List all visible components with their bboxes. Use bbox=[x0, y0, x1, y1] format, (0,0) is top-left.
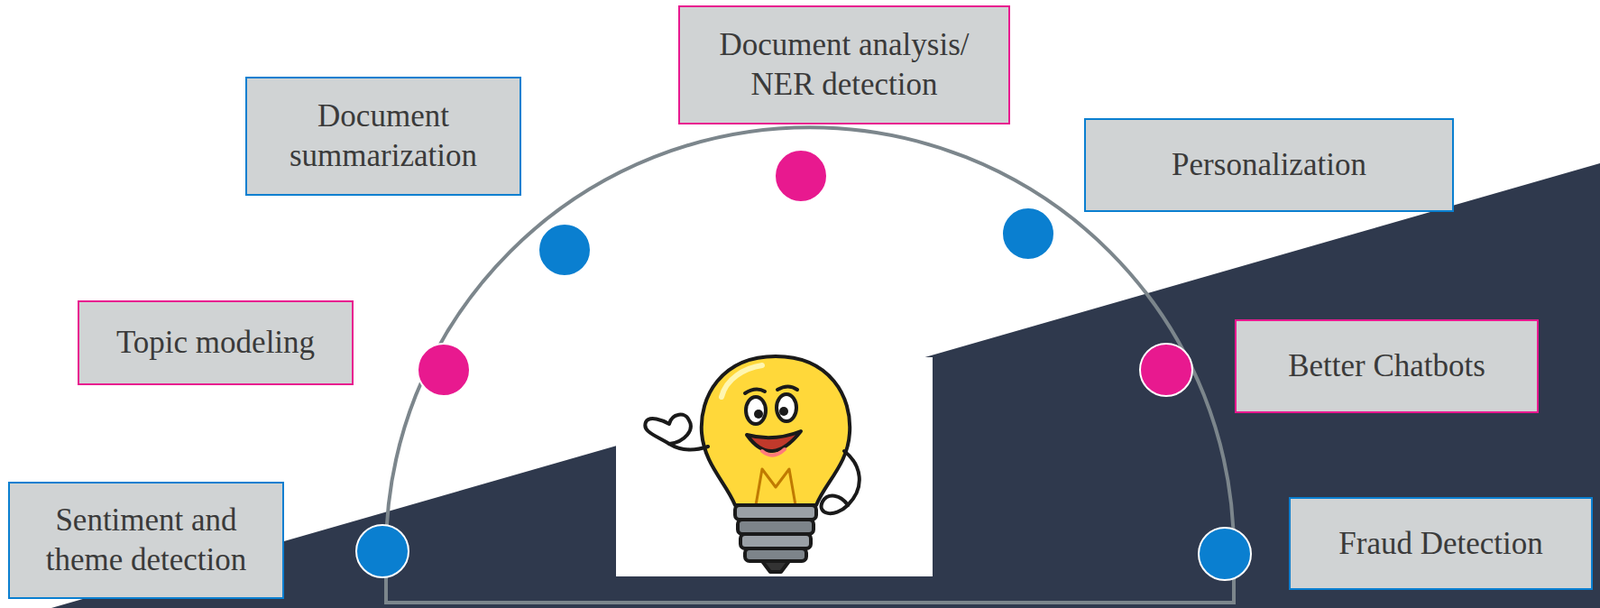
topic-box: Topic modeling bbox=[77, 300, 354, 386]
topic-box: Sentiment and theme detection bbox=[8, 481, 285, 599]
pink-dot bbox=[417, 343, 470, 396]
bulb-panel bbox=[616, 357, 933, 577]
pink-dot bbox=[774, 149, 828, 203]
blue-dot bbox=[1002, 207, 1055, 260]
topic-box: Document analysis/ NER detection bbox=[678, 5, 1011, 125]
box-label: Fraud Detection bbox=[1338, 524, 1543, 564]
topic-box: Better Chatbots bbox=[1234, 319, 1539, 414]
box-label: Document summarization bbox=[263, 96, 504, 176]
topic-box: Personalization bbox=[1084, 118, 1454, 212]
box-label: Topic modeling bbox=[116, 322, 315, 363]
blue-dot bbox=[538, 223, 591, 276]
lightbulb-mascot bbox=[644, 356, 860, 572]
box-label: Personalization bbox=[1171, 145, 1367, 185]
topic-box: Document summarization bbox=[245, 76, 522, 196]
topic-box: Fraud Detection bbox=[1288, 496, 1593, 590]
box-label: Document analysis/ NER detection bbox=[696, 25, 993, 105]
box-label: Sentiment and theme detection bbox=[26, 500, 267, 580]
blue-dot bbox=[356, 524, 409, 578]
blue-dot bbox=[1198, 527, 1251, 580]
box-label: Better Chatbots bbox=[1287, 346, 1486, 387]
pink-dot bbox=[1140, 343, 1193, 396]
